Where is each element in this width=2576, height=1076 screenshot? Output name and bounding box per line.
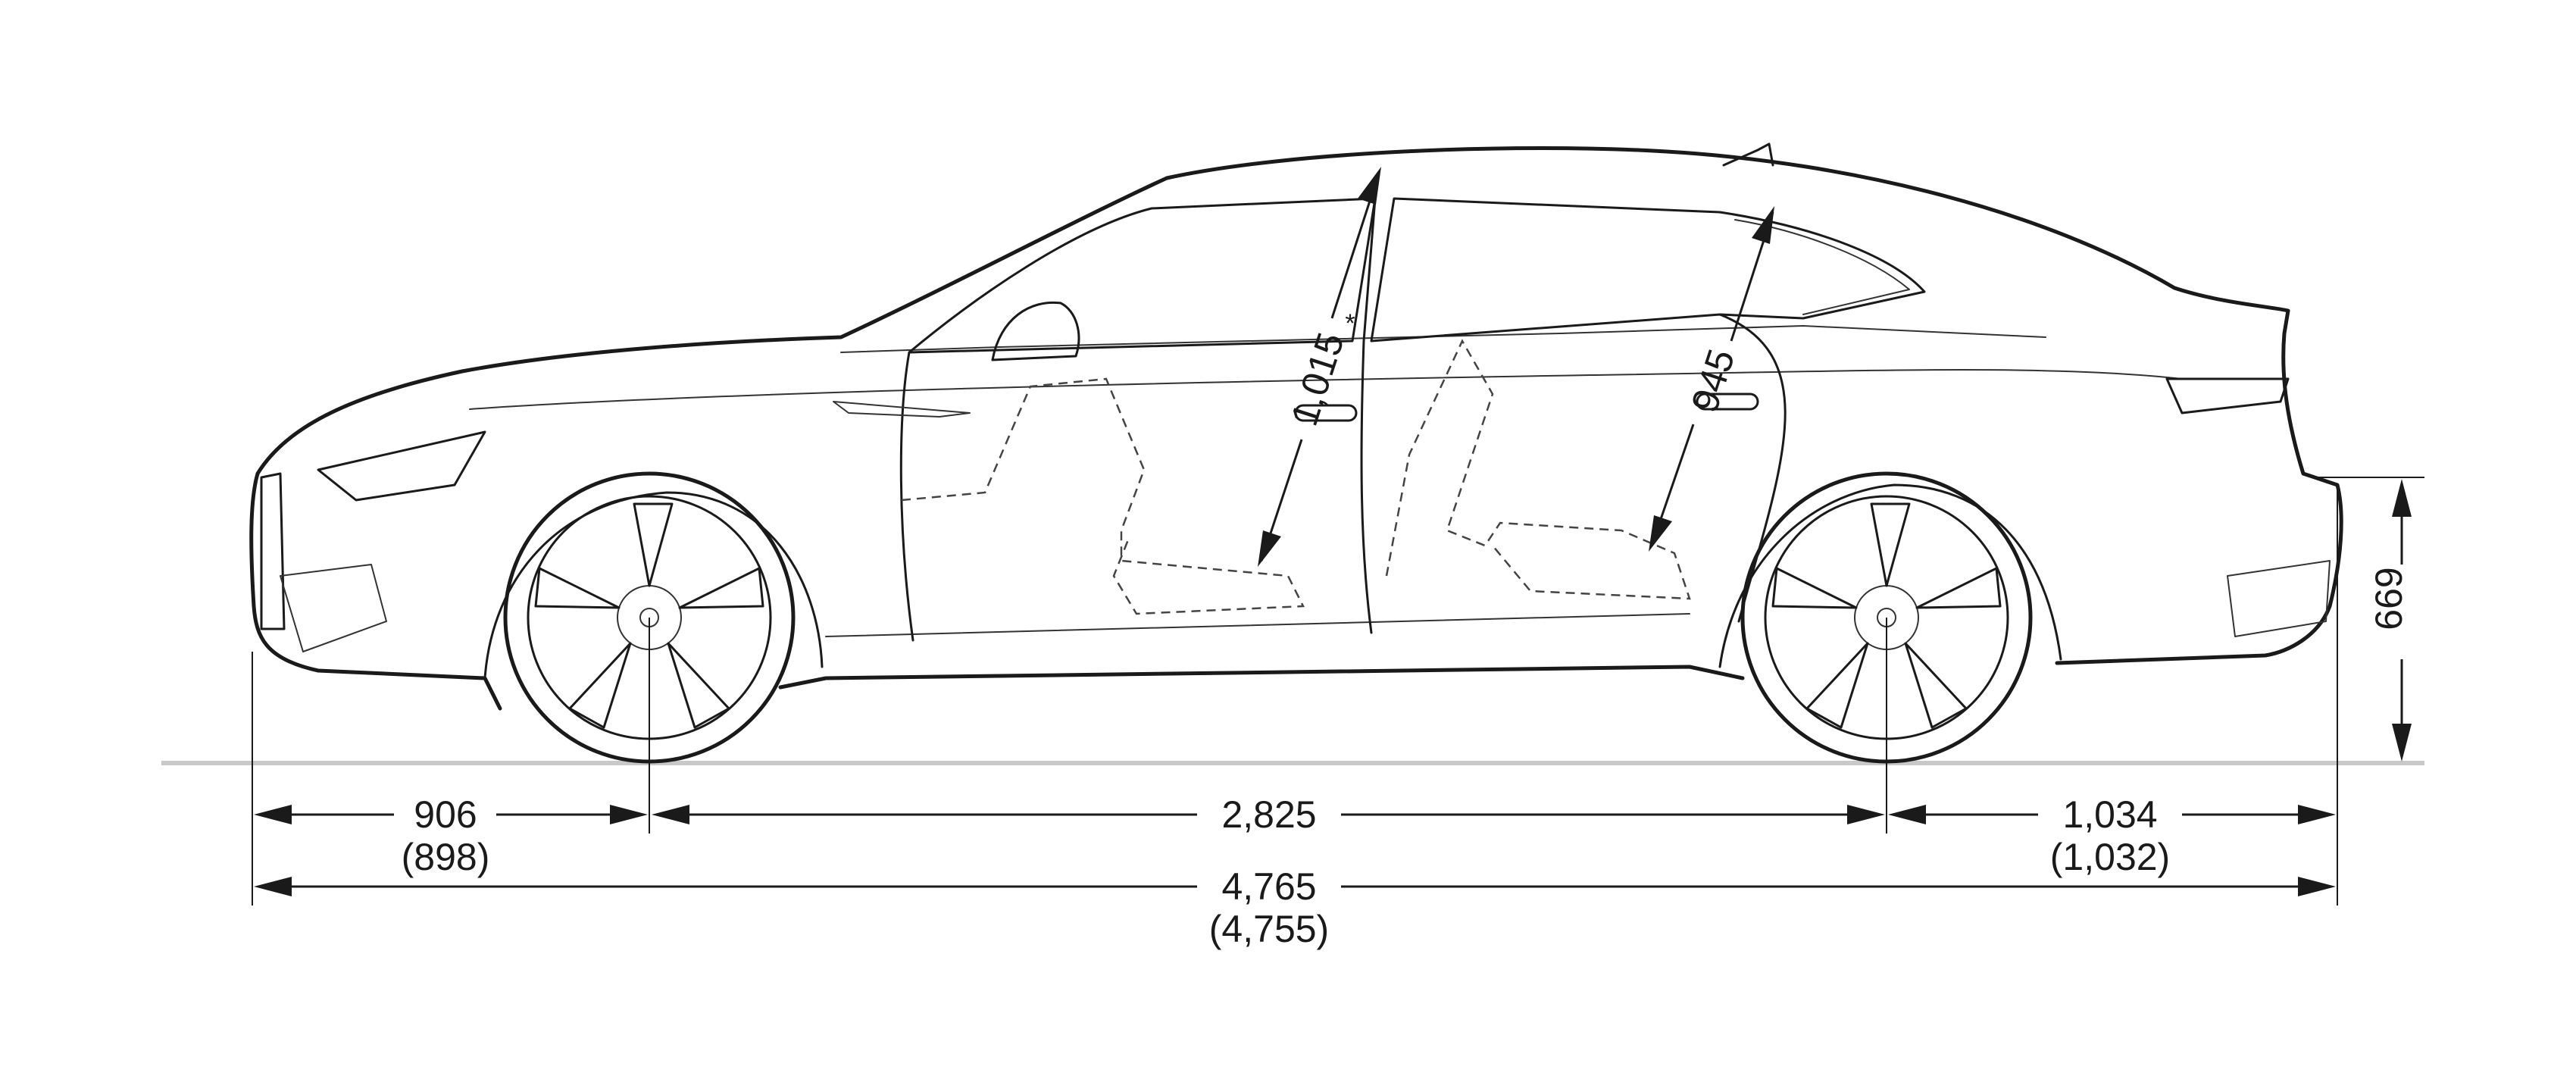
b-pillar-line: [1360, 197, 1377, 634]
front-window: [908, 197, 1377, 354]
rear-overhang-alt: (1,032): [2050, 836, 2170, 878]
rear-height-value: 669: [2368, 567, 2410, 630]
side-mirror: [991, 301, 1080, 361]
front-headroom-note: *: [1345, 309, 1355, 338]
sill-line: [825, 613, 1690, 637]
headlight: [317, 430, 486, 502]
front-intake: [280, 564, 387, 652]
front-door-handle: [1294, 404, 1358, 422]
car-body: [249, 142, 2343, 711]
dimension-rear-headroom: [1649, 206, 1774, 552]
dimension-rear-overhang: [1888, 805, 2336, 824]
dimension-front-overhang: [254, 805, 648, 824]
dimension-front-headroom: [1258, 167, 1381, 567]
shoulder-line: [469, 369, 2183, 410]
dimension-rear-height: [2392, 479, 2412, 762]
extension-lines: [252, 477, 2424, 906]
tail-light: [2165, 377, 2290, 414]
fender-vent: [833, 401, 971, 418]
front-door-line: [899, 351, 914, 642]
belt-line: [840, 325, 2046, 353]
overall-length-alt: (4,755): [1209, 908, 1329, 950]
wheelbase-value: 2,825: [1221, 793, 1316, 836]
rear-exhaust: [2227, 560, 2331, 637]
dimension-wheelbase: [652, 805, 1885, 824]
front-overhang-alt: (898): [402, 836, 490, 878]
roof-antenna: [1722, 142, 1774, 167]
front-overhang-value: 906: [414, 793, 477, 836]
front-grille: [260, 472, 286, 630]
overall-length-value: 4,765: [1221, 865, 1316, 908]
rear-door-handle: [1696, 393, 1759, 411]
rear-window: [1370, 197, 1926, 343]
roof-outline: [255, 146, 2343, 665]
rear-overhang-value: 1,034: [2062, 793, 2157, 836]
rear-headroom-value: 945: [1683, 344, 1743, 418]
rocker-line: [778, 665, 1745, 690]
front-bumper: [249, 471, 502, 711]
rear-seat-outline: [1385, 339, 1691, 600]
dimension-overall-length: [254, 877, 2336, 896]
